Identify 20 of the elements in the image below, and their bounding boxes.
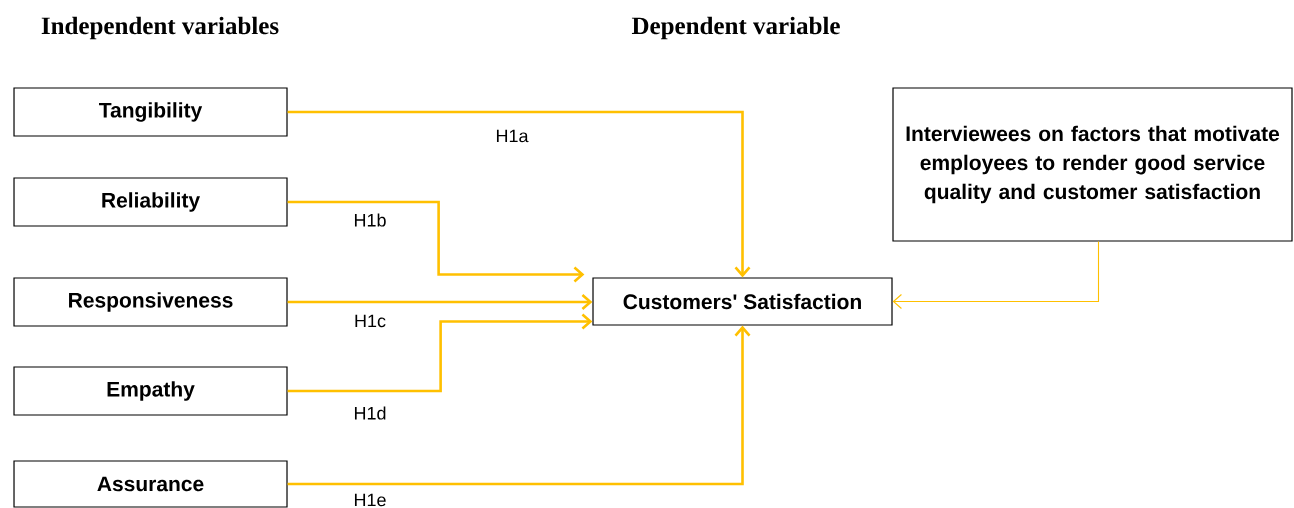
arrow (287, 200, 585, 283)
heading: Independent variables (41, 16, 279, 40)
text-box: Customers' Satisfaction (592, 277, 893, 326)
text-box: Empathy (13, 366, 288, 416)
heading: Dependent variable (631, 16, 840, 40)
text-box: Responsiveness (13, 277, 288, 327)
edge-label: H1c (353, 313, 387, 329)
edge-label: H1a (494, 128, 530, 144)
arrow (892, 241, 1100, 310)
text-box: Reliability (13, 177, 288, 227)
arrow (287, 325, 751, 486)
edge-label: H1e (352, 492, 388, 508)
edge-label: H1d (352, 405, 388, 421)
arrow (287, 110, 751, 278)
arrow (287, 294, 593, 310)
text-box: Tangibility (13, 87, 288, 137)
text-box: Interviewees on factors that motivate employees to render good service quality and customer satisfaction (892, 87, 1293, 242)
edge-label: H1b (352, 212, 388, 228)
text-box: Assurance (13, 460, 288, 508)
arrow (287, 313, 593, 393)
